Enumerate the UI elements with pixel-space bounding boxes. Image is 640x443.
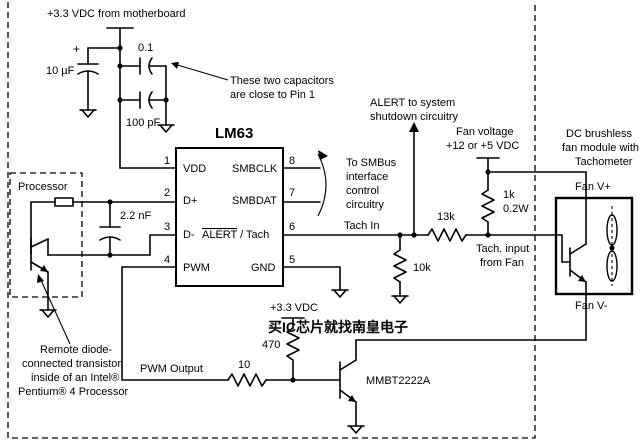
smbus-note-line2: interface xyxy=(346,171,388,183)
alert-note-line2: shutdown circuitry xyxy=(370,111,459,123)
smbus-note-line3: control xyxy=(346,185,379,197)
pin-7-label: SMBDAT xyxy=(232,195,277,207)
fan-pullup-resistor xyxy=(481,189,495,223)
caps-note-line1: These two capacitors xyxy=(230,75,334,87)
fan-blades-icon xyxy=(606,206,618,286)
pwm-series-resistor xyxy=(227,373,267,387)
motherboard-supply-label: +3.3 VDC from motherboard xyxy=(47,8,185,20)
tach-series-resistor-value: 13k xyxy=(437,211,455,223)
fan-transistor-arrow xyxy=(578,275,586,282)
pin-6-label-rest: / Tach xyxy=(237,229,269,241)
junction-dminus xyxy=(107,252,113,258)
fan-title-line3: Tachometer xyxy=(575,156,633,168)
bulk-cap-plus: + xyxy=(73,42,80,56)
bulk-cap-value: 10 µF xyxy=(46,65,75,77)
pin-4-number: 4 xyxy=(164,254,170,266)
junction-cap2-ground xyxy=(163,97,169,103)
pin-8-number: 8 xyxy=(289,155,295,167)
pwm-series-resistor-value: 10 xyxy=(238,359,250,371)
pin-5-label: GND xyxy=(251,262,276,274)
pulldown-resistor xyxy=(393,249,407,283)
fan-voltage-label: Fan voltage xyxy=(456,126,513,138)
driver-transistor-label: MMBT2222A xyxy=(366,375,431,387)
pwm-output-label: PWM Output xyxy=(140,363,203,375)
fan-title-line1: DC brushless xyxy=(566,128,633,140)
alert-note-line1: ALERT to system xyxy=(370,97,455,109)
pin-2-label: D+ xyxy=(183,195,197,207)
cap-ground-symbol xyxy=(159,124,173,133)
caps-note-arrow xyxy=(173,63,229,81)
pin-1-label: VDD xyxy=(183,163,206,175)
driver-transistor-arrow xyxy=(348,395,356,402)
lm63-chip xyxy=(175,147,284,287)
remote-note-line1: Remote diode- xyxy=(40,344,112,356)
smbus-note-line1: To SMBus xyxy=(346,157,397,169)
fan-pullup-resistor-value-2: 0.2W xyxy=(503,203,529,215)
smbus-note-line4: circuitry xyxy=(346,199,384,211)
remote-note-arrowhead xyxy=(37,274,44,283)
bulk-cap-ground-symbol xyxy=(81,109,95,118)
pin-6-alert-overline: ALERT xyxy=(202,229,238,241)
fan-v-plus-label: Fan V+ xyxy=(575,181,611,193)
dplus-resistor xyxy=(54,197,74,207)
diode-transistor-collector xyxy=(30,238,49,248)
pin-1-number: 1 xyxy=(164,155,170,167)
driver-transistor-collector xyxy=(339,359,357,371)
driver-ground-symbol xyxy=(349,425,363,434)
processor-box xyxy=(9,172,83,298)
pullup-resistor-value: 470 xyxy=(262,339,280,351)
fan-pullup-resistor-value-1: 1k xyxy=(503,189,515,201)
diode-cap-value: 2.2 nF xyxy=(120,210,151,222)
fan-module xyxy=(554,196,634,296)
pullup-resistor xyxy=(286,327,300,361)
pin-4-label: PWM xyxy=(183,262,210,274)
watermark-text: 买IC芯片就找南皇电子 xyxy=(268,319,408,335)
fan-title-line2: fan module with xyxy=(562,142,639,154)
pin-8-label: SMBCLK xyxy=(232,163,278,175)
caps-note-line2: are close to Pin 1 xyxy=(230,89,315,101)
junction-bulk xyxy=(117,45,123,51)
remote-note-arrow xyxy=(39,277,71,345)
pulldown-resistor-value: 10k xyxy=(413,262,431,274)
cap1-value: 0.1 xyxy=(138,42,153,54)
pin-2-number: 2 xyxy=(164,187,170,199)
remote-note-line4: Pentium® 4 Processor xyxy=(18,386,129,398)
tach-input-line1: Tach. input xyxy=(476,243,529,255)
fan-transistor-collector xyxy=(569,243,587,255)
smbus-brace xyxy=(317,153,327,217)
processor-label: Processor xyxy=(18,181,68,193)
cap2-value: 100 pF xyxy=(126,117,161,129)
tach-input-line2: from Fan xyxy=(480,257,524,269)
pullup-supply-label: +3.3 VDC xyxy=(270,302,318,314)
diode-ground-symbol xyxy=(41,309,55,318)
gnd-pin-symbol xyxy=(333,289,347,298)
remote-note-line2: connected transistor xyxy=(22,358,121,370)
fan-v-minus-label: Fan V- xyxy=(575,300,608,312)
pin-6-label: ALERT / Tach xyxy=(202,229,269,241)
fan-voltage-values: +12 or +5 VDC xyxy=(446,140,519,152)
pin-5-number: 5 xyxy=(289,254,295,266)
alert-arrowhead xyxy=(409,122,419,132)
remote-note-line3: inside of an Intel® xyxy=(31,372,119,384)
tach-in-label: Tach In xyxy=(344,220,379,232)
pin-6-number: 6 xyxy=(289,221,295,233)
tach-series-resistor xyxy=(427,228,467,242)
pin-7-number: 7 xyxy=(289,187,295,199)
chip-name: LM63 xyxy=(215,125,253,142)
smbus-arrowhead xyxy=(318,150,328,160)
pin-3-label: D- xyxy=(183,229,195,241)
pin-3-number: 3 xyxy=(164,221,170,233)
caps-note-arrowhead xyxy=(171,62,179,69)
diode-transistor-arrow xyxy=(40,265,48,272)
pulldown-ground-symbol xyxy=(393,295,407,304)
board-boundary xyxy=(7,2,536,439)
